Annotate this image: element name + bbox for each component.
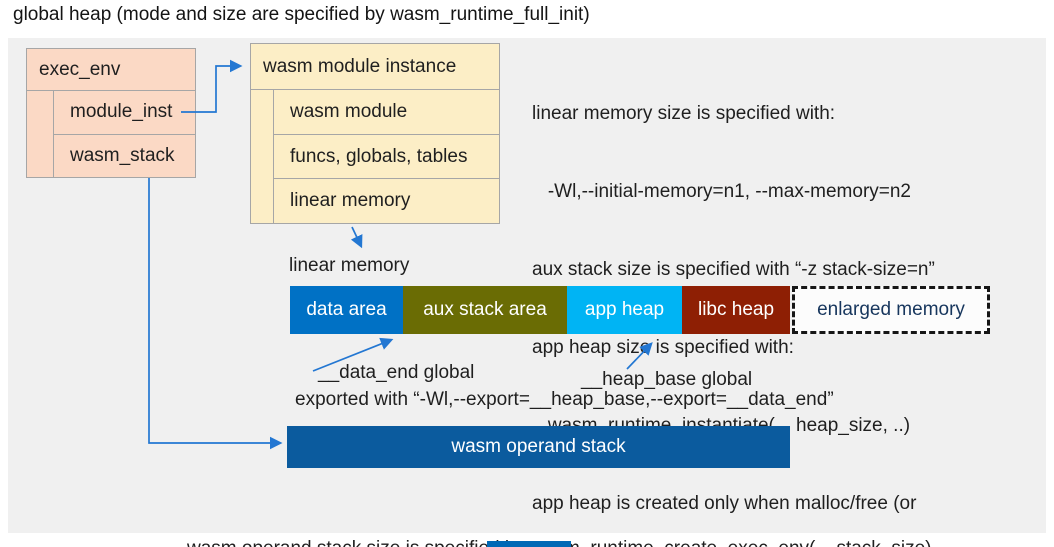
heap-base-global-label: __heap_base global <box>581 369 753 390</box>
exec-env-row-wasm-stack: wasm_stack <box>70 144 175 166</box>
note-line: -Wl,--initial-memory=n1, --max-memory=n2 <box>532 181 911 202</box>
segment-app-heap: app heap <box>567 286 682 334</box>
note-line: linear memory size is specified with: <box>532 103 836 124</box>
wasm-module-instance-rows: wasm module funcs, globals, tables linea… <box>274 90 499 223</box>
exec-env-row-module-inst: module_inst <box>54 91 195 135</box>
note-line: app heap size is specified with: <box>532 337 794 358</box>
exported-with-label: exported with “-Wl,--export=__heap_base,… <box>295 389 834 410</box>
exec-env-body: module_inst wasm_stack <box>27 91 195 177</box>
exec-env-header: exec_env <box>27 49 195 91</box>
segment-libc-heap: libc heap <box>682 286 790 334</box>
row-funcs-globals-tables: funcs, globals, tables <box>274 135 499 180</box>
segment-data-area: data area <box>290 286 403 334</box>
exec-env-box: exec_env module_inst wasm_stack <box>26 48 196 178</box>
wasm-module-instance-gutter <box>251 90 274 223</box>
footer-accent-strip <box>487 541 571 547</box>
segment-aux-stack-area: aux stack area <box>403 286 567 334</box>
wasm-module-instance-box: wasm module instance wasm module funcs, … <box>250 43 500 224</box>
linear-memory-label: linear memory <box>289 255 410 276</box>
wasm-module-instance-header: wasm module instance <box>251 44 499 90</box>
data-end-global-label: __data_end global <box>318 362 475 383</box>
row-linear-memory: linear memory <box>290 190 411 212</box>
note-line: app heap is created only when malloc/fre… <box>532 493 917 514</box>
exec-env-gutter <box>27 91 54 177</box>
row-wasm-module: wasm module <box>274 90 499 135</box>
exec-env-rows: module_inst wasm_stack <box>54 91 195 177</box>
linear-memory-bar: data area aux stack area app heap libc h… <box>290 286 790 334</box>
operand-stack-note: wasm operand stack size is specified by … <box>187 481 932 547</box>
note-line: aux stack size is specified with “-z sta… <box>532 259 935 280</box>
wasm-operand-stack-bar: wasm operand stack <box>287 426 790 468</box>
segment-enlarged-memory: enlarged memory <box>792 286 990 334</box>
wasm-module-instance-body: wasm module funcs, globals, tables linea… <box>251 90 499 223</box>
page-title: global heap (mode and size are specified… <box>13 4 590 25</box>
